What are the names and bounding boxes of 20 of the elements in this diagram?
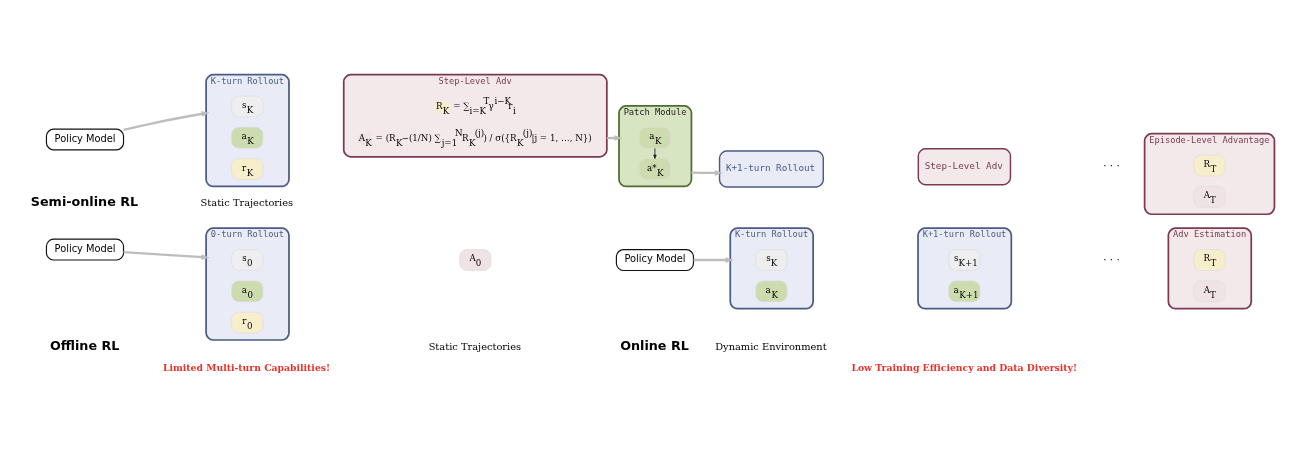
node-box: Policy Model <box>45 238 125 261</box>
label: Low Training Efficiency and Data Diversity! <box>851 361 1078 373</box>
arrow <box>653 147 657 159</box>
label: · · · <box>1103 158 1120 171</box>
node-box: Policy Model <box>45 128 125 151</box>
node-box: K+1-turn Rollout <box>718 150 824 188</box>
arrow <box>693 257 734 263</box>
label: Dynamic Environment <box>715 340 827 352</box>
label: Limited Multi-turn Capabilities! <box>162 361 331 373</box>
arrow <box>123 111 210 132</box>
label: Static Trajectories <box>200 197 294 209</box>
label: Offline RL <box>49 338 120 354</box>
arrow <box>123 250 210 260</box>
label: · · · <box>1103 252 1120 265</box>
label: Semi-online RL <box>30 194 139 210</box>
node-box: Policy Model <box>615 249 695 272</box>
node-box: Step-Level Adv <box>917 148 1012 186</box>
label: Static Trajectories <box>428 340 522 352</box>
label: Online RL <box>620 338 689 354</box>
arrow <box>691 170 723 176</box>
